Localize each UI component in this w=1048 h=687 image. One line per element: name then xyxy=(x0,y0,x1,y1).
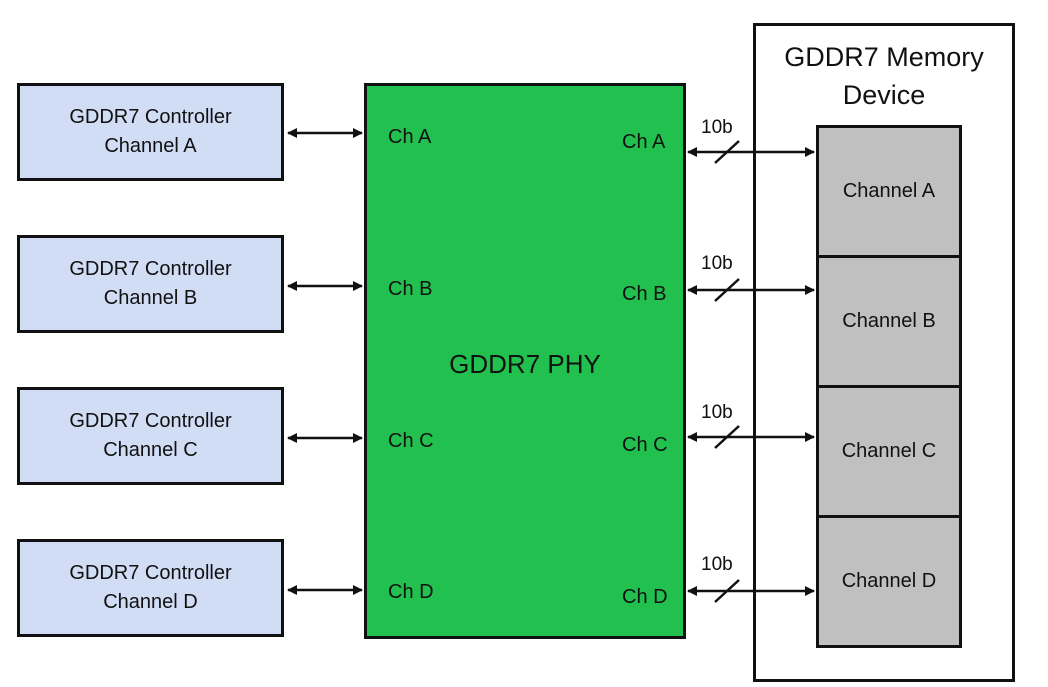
phy-left-port-c: Ch C xyxy=(388,430,434,452)
memory-channel-d: Channel D xyxy=(816,515,962,648)
memory-channel-b: Channel B xyxy=(816,255,962,388)
controller-label: GDDR7 Controller xyxy=(69,410,232,432)
controller-channel-label: Channel A xyxy=(104,135,197,157)
bus-width-label-a: 10b xyxy=(701,117,733,138)
phy-title: GDDR7 PHY xyxy=(449,349,601,379)
bus-width-slash-a xyxy=(714,140,740,164)
controller-channel-d: GDDR7 Controller Channel D xyxy=(17,539,284,637)
controller-label: GDDR7 Controller xyxy=(69,258,232,280)
memory-channel-label: Channel C xyxy=(841,440,937,462)
memory-device-title: GDDR7 Memory Device xyxy=(756,38,1012,114)
controller-channel-label: Channel B xyxy=(103,287,198,309)
memory-channel-label: Channel A xyxy=(842,180,936,202)
memory-channel-label: Channel D xyxy=(841,570,937,592)
controller-channel-b: GDDR7 Controller Channel B xyxy=(17,235,284,333)
phy-right-port-d: Ch D xyxy=(622,586,668,608)
phy-right-port-c: Ch C xyxy=(622,434,668,456)
memory-title-line1: GDDR7 Memory xyxy=(784,42,984,72)
controller-channel-label: Channel D xyxy=(103,591,198,613)
phy-left-port-b: Ch B xyxy=(388,278,433,300)
memory-title-line2: Device xyxy=(842,80,926,110)
phy-left-port-d: Ch D xyxy=(388,581,434,603)
phy-right-port-b: Ch B xyxy=(622,283,667,305)
bus-width-label-d: 10b xyxy=(701,554,733,575)
bus-width-slash-c xyxy=(714,425,740,449)
phy-block: GDDR7 PHY xyxy=(364,83,686,639)
controller-label: GDDR7 Controller xyxy=(69,106,232,128)
controller-channel-a: GDDR7 Controller Channel A xyxy=(17,83,284,181)
bus-width-label-b: 10b xyxy=(701,253,733,274)
bus-width-label-c: 10b xyxy=(701,402,733,423)
controller-label: GDDR7 Controller xyxy=(69,562,232,584)
memory-channel-label: Channel B xyxy=(842,310,936,332)
bus-width-slash-d xyxy=(714,579,740,603)
phy-left-port-a: Ch A xyxy=(388,126,432,148)
memory-channel-c: Channel C xyxy=(816,385,962,518)
controller-channel-c: GDDR7 Controller Channel C xyxy=(17,387,284,485)
controller-channel-label: Channel C xyxy=(103,439,198,461)
phy-right-port-a: Ch A xyxy=(622,131,666,153)
bus-width-slash-b xyxy=(714,278,740,302)
